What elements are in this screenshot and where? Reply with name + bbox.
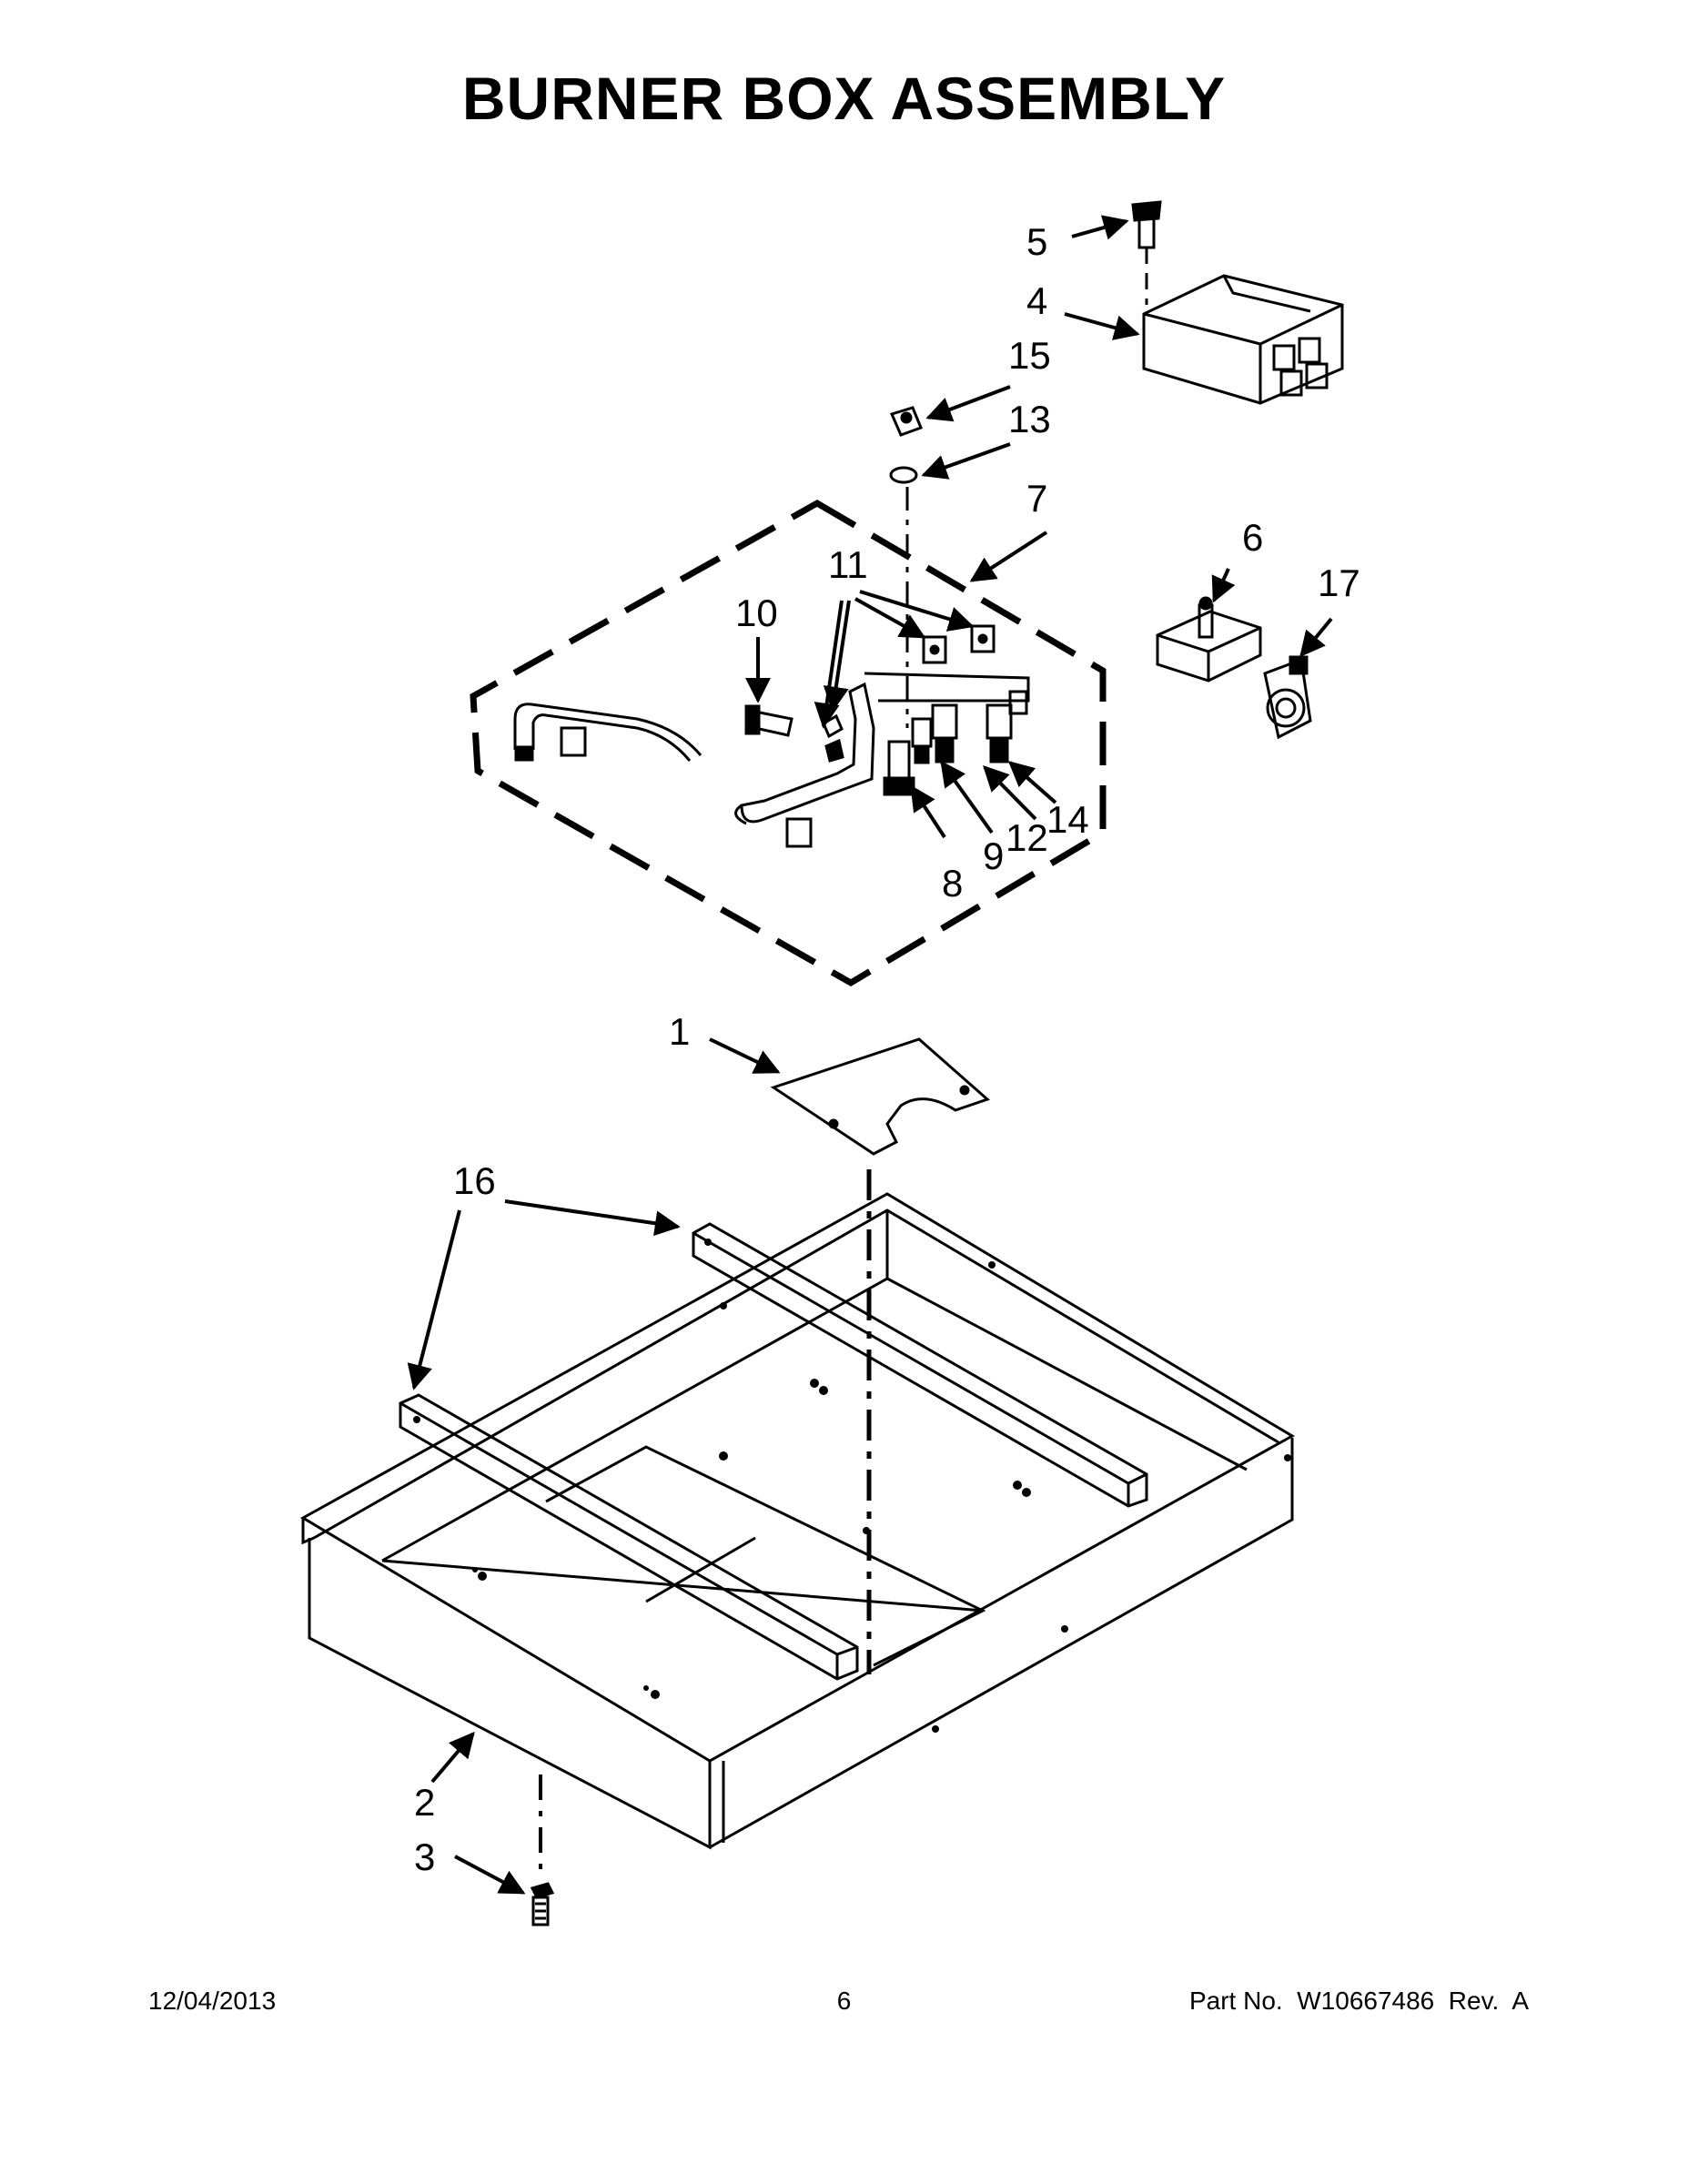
callout-14: 14 (1046, 798, 1089, 841)
callout-6: 6 (1242, 516, 1263, 559)
callout-11: 11 (828, 543, 868, 586)
callout-8: 8 (942, 862, 963, 905)
kit-boundary-dashed (470, 499, 1107, 987)
callout-7: 7 (1026, 477, 1047, 520)
callout-4: 4 (1026, 279, 1047, 322)
callout-labels: 1 2 3 4 5 6 7 8 9 10 11 12 13 14 15 16 1… (414, 220, 1360, 1878)
spark-electrode-9 (911, 717, 933, 764)
valve-12 (931, 703, 958, 763)
page-title: BURNER BOX ASSEMBLY (461, 65, 1227, 132)
manifold-pipe (513, 672, 1030, 848)
bracket-15 (889, 406, 923, 437)
switch-6 (1156, 596, 1262, 682)
washer-13 (889, 466, 918, 484)
box-top-rim (299, 1192, 1295, 1763)
callout-9: 9 (983, 834, 1004, 877)
callout-15: 15 (1008, 334, 1051, 377)
screw-10 (744, 704, 793, 737)
pipe-end-cap (514, 745, 534, 762)
valve-17 (1263, 655, 1312, 740)
box-front-left-face (308, 1538, 712, 1850)
callout-5: 5 (1026, 220, 1047, 263)
screw-3 (530, 1882, 555, 1926)
box-front-right-face (709, 1438, 1294, 1849)
heat-shield-1 (770, 1037, 990, 1156)
callout-3: 3 (414, 1835, 435, 1878)
rail-16-lower (399, 1393, 859, 1681)
rail-16-upper (692, 1222, 1148, 1508)
footer-part-number: Part No. W10667486 Rev. A (1188, 1987, 1529, 2015)
screw-5 (1131, 200, 1162, 305)
callout-13: 13 (1008, 398, 1051, 440)
callout-17: 17 (1318, 561, 1360, 604)
callout-2: 2 (414, 1781, 435, 1824)
clip-11-b (970, 624, 996, 653)
leader-arrows (407, 215, 1333, 1895)
manifold-assembly-group (470, 487, 1107, 987)
orifice-8 (883, 740, 915, 796)
callout-12: 12 (1006, 816, 1048, 859)
ignition-module-4 (1142, 274, 1344, 405)
footer-date: 12/04/2013 (148, 1987, 277, 2015)
footer-page-number: 6 (836, 1987, 852, 2015)
callout-10: 10 (735, 592, 778, 634)
valve-14 (986, 703, 1013, 763)
callout-16: 16 (453, 1159, 496, 1202)
clip-11-a (922, 635, 947, 664)
clip-11-d (824, 738, 844, 763)
burner-box-group (299, 1037, 1295, 1926)
callout-1: 1 (669, 1010, 690, 1053)
